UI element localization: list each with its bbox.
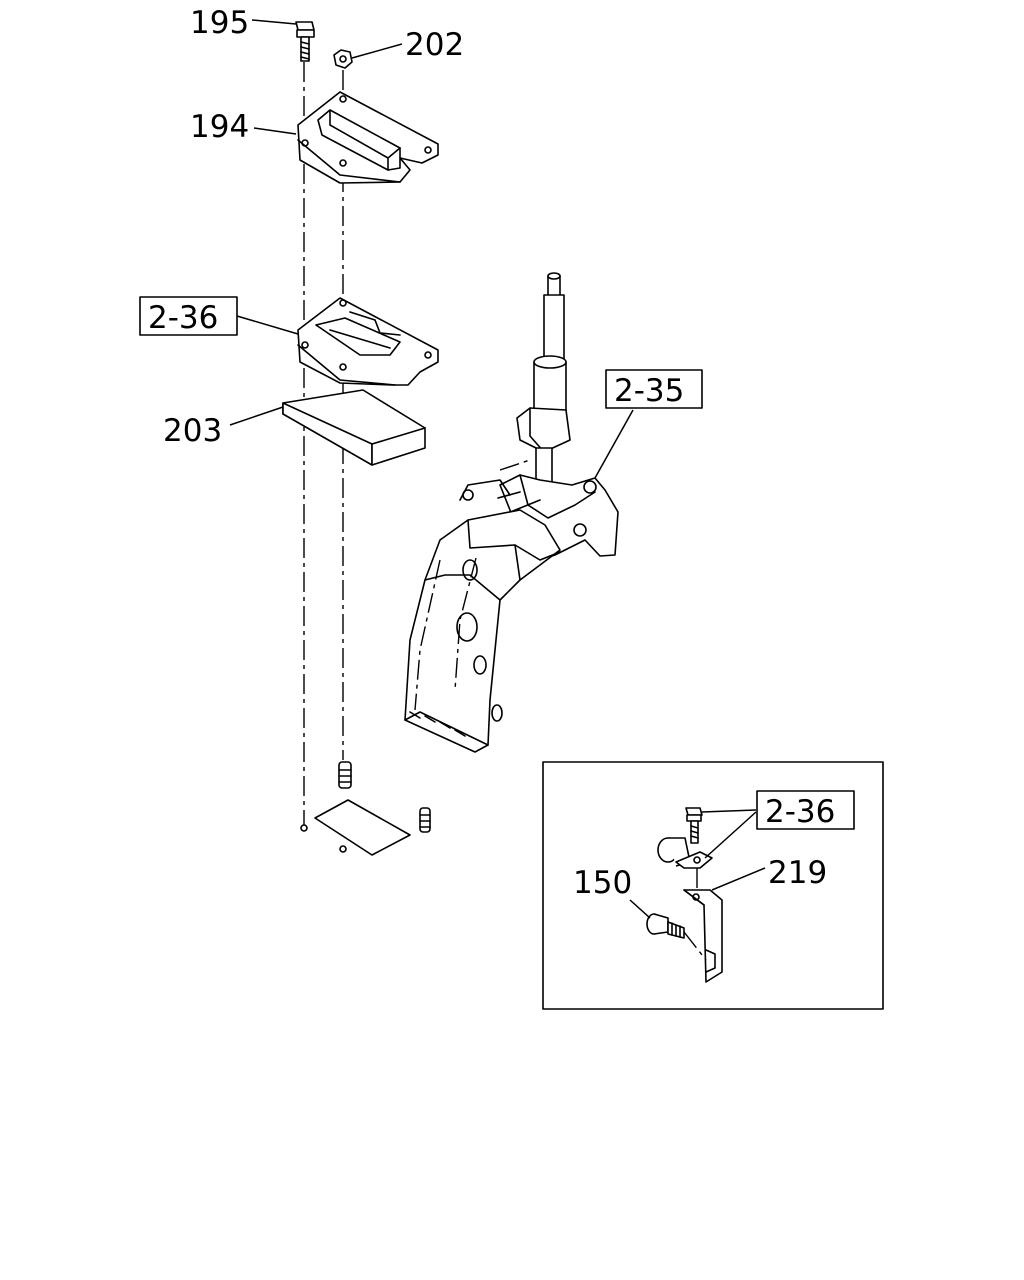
ref-box-inset-2-36 — [756, 790, 855, 830]
ref-box-2-36 — [139, 296, 238, 336]
floor-plate — [300, 799, 411, 856]
inset-detail-frame — [542, 761, 884, 1010]
bracket-219 — [683, 889, 723, 983]
upper-bracket-194 — [297, 91, 439, 184]
inset-clip — [657, 837, 713, 869]
ref-box-2-35 — [605, 369, 703, 409]
shift-lever-assembly-ref-2-35 — [404, 272, 619, 753]
pad-203 — [282, 389, 426, 466]
leader-inset-2-36-bolt — [701, 809, 757, 813]
ref-2-35: 2-35 — [614, 373, 684, 409]
label-194: 194 — [190, 109, 249, 145]
stud-right — [419, 807, 431, 833]
inset-bolt — [685, 807, 703, 844]
label-219: 219 — [768, 855, 827, 891]
ref-inset-2-36: 2-36 — [765, 794, 835, 830]
stud-lower — [338, 761, 352, 789]
inset-centerline-bolt — [683, 931, 707, 961]
label-202: 202 — [405, 27, 464, 63]
leader-203 — [229, 406, 284, 426]
leader-150 — [629, 899, 651, 919]
label-195: 195 — [190, 5, 249, 41]
leader-219 — [711, 867, 766, 891]
ref-2-36: 2-36 — [148, 300, 218, 336]
leader-ref-2-36 — [236, 315, 299, 335]
lower-bracket-ref-2-36 — [297, 297, 439, 386]
bolt-150 — [646, 913, 685, 939]
label-150: 150 — [573, 865, 632, 901]
leader-inset-2-36-clip — [704, 811, 757, 859]
label-203: 203 — [163, 413, 222, 449]
leader-195 — [251, 19, 297, 25]
leader-202 — [351, 43, 403, 59]
leader-194 — [253, 127, 297, 135]
nut-202 — [333, 49, 353, 69]
leader-ref-2-35 — [594, 409, 634, 479]
bolt-195 — [295, 21, 315, 62]
